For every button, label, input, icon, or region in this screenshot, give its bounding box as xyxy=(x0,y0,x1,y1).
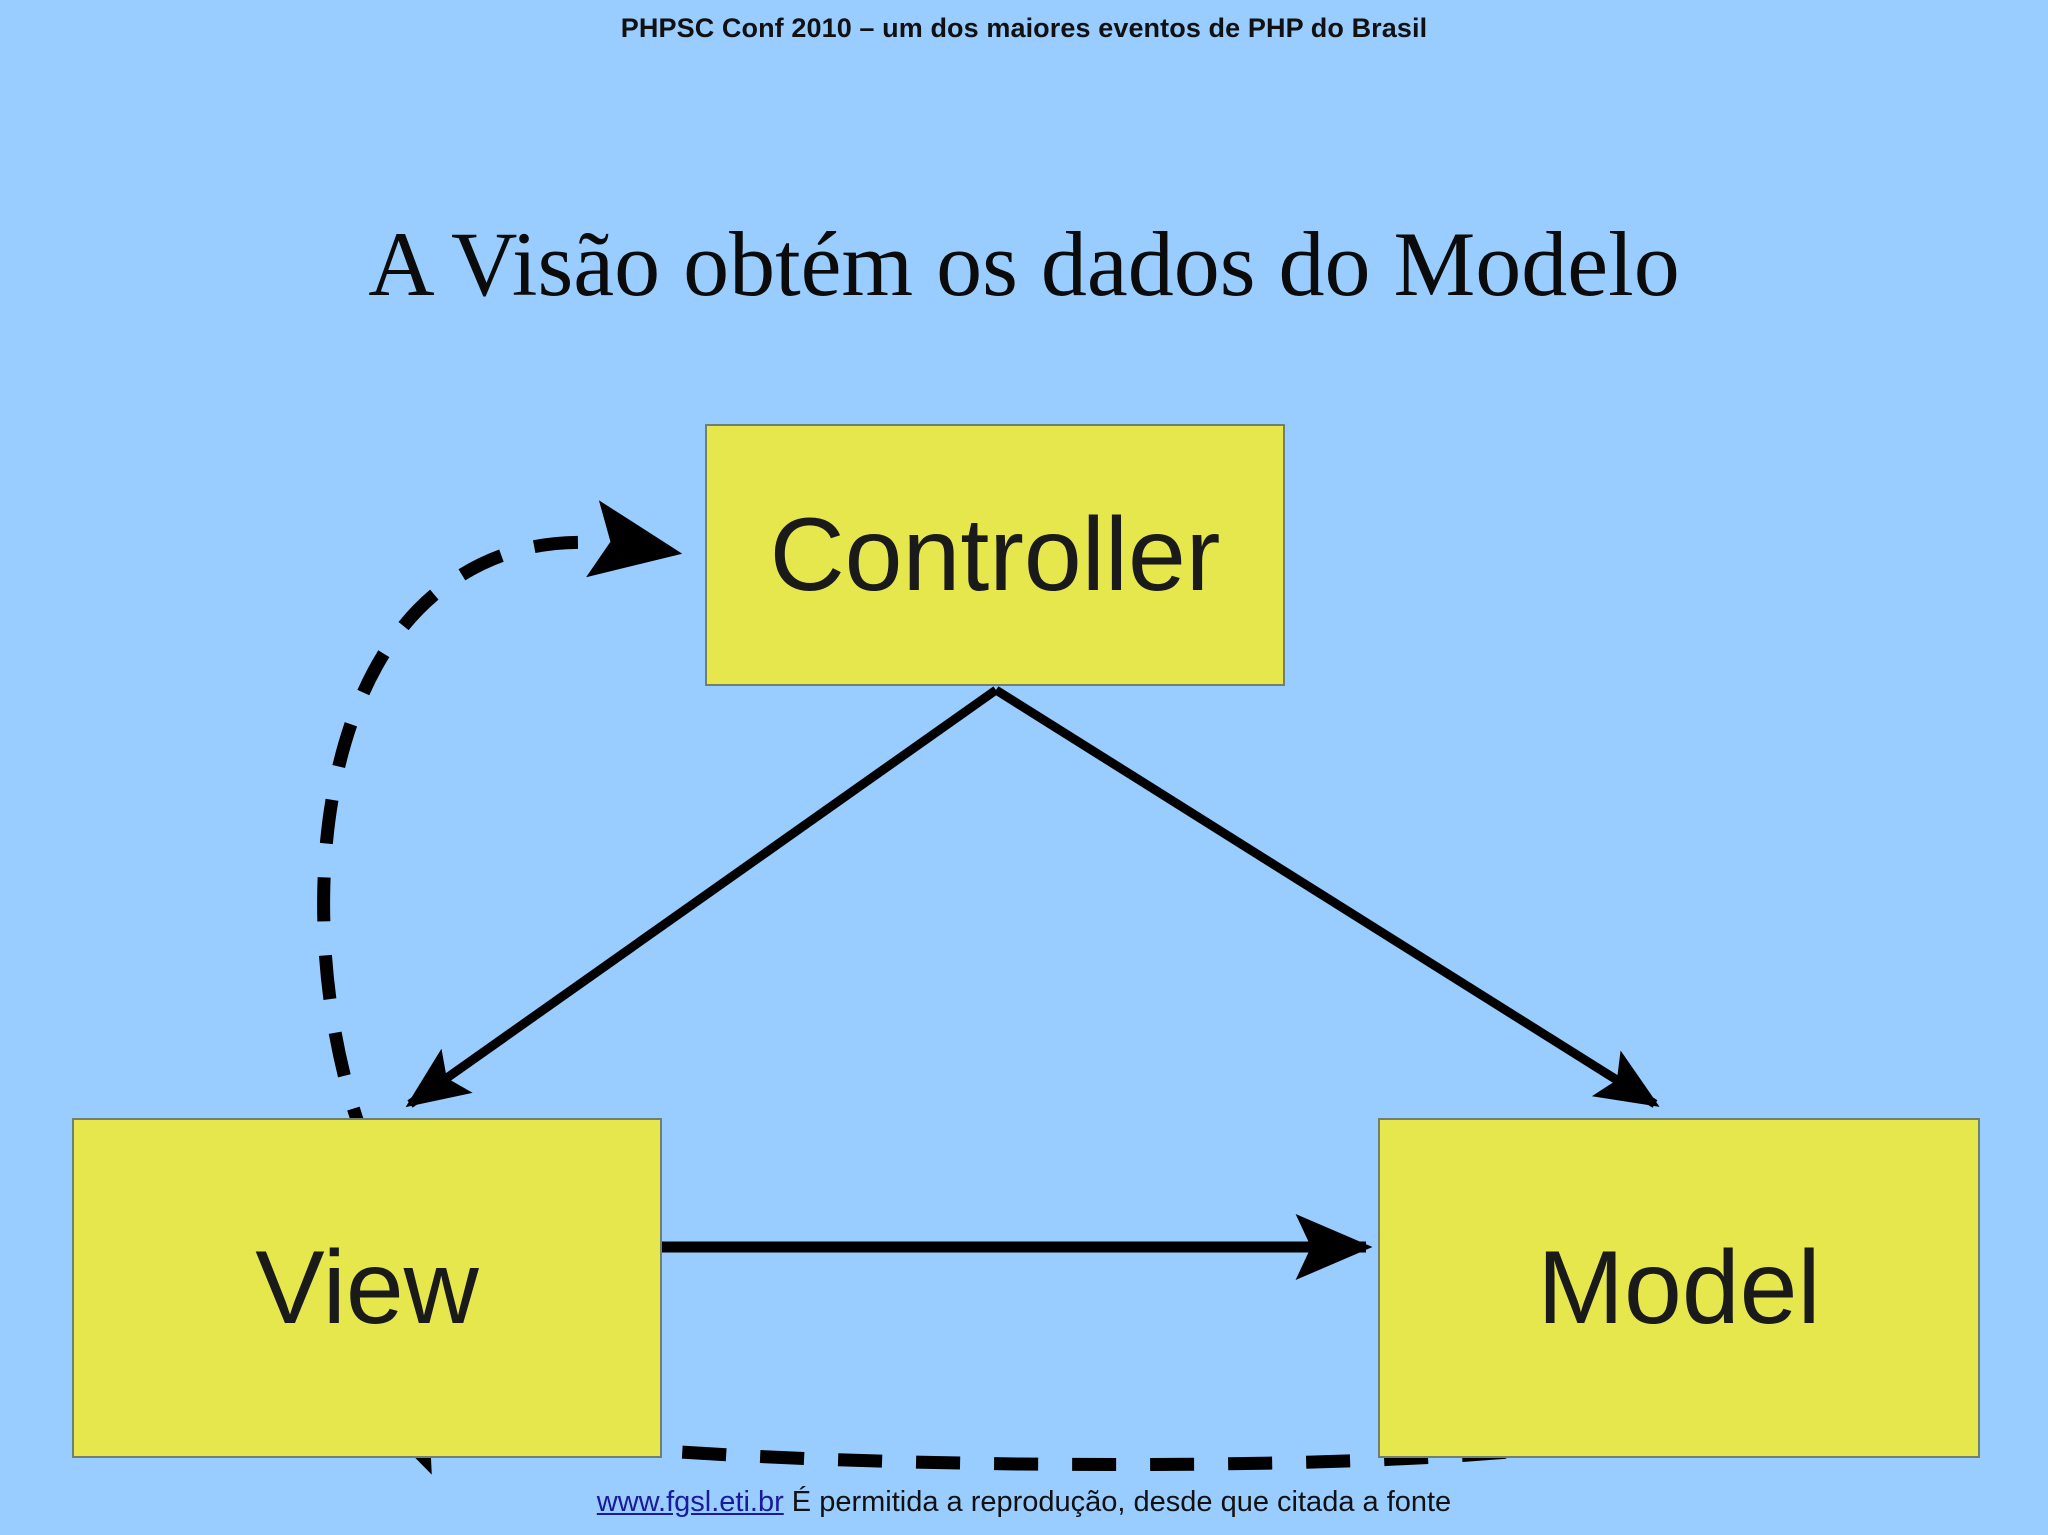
node-model[interactable]: Model xyxy=(1378,1118,1980,1458)
page-title: A Visão obtém os dados do Modelo xyxy=(368,213,1680,315)
edge-view-to-controller xyxy=(317,500,683,1153)
node-controller-label: Controller xyxy=(769,497,1221,613)
footer-copyright-note: É permitida a reprodução, desde que cita… xyxy=(783,1486,1452,1518)
node-view[interactable]: View xyxy=(72,1118,662,1458)
slide-header: PHPSC Conf 2010 – um dos maiores eventos… xyxy=(0,0,2048,56)
node-view-label: View xyxy=(255,1230,479,1346)
header-title: PHPSC Conf 2010 – um dos maiores eventos… xyxy=(620,12,1428,43)
node-model-label: Model xyxy=(1537,1230,1821,1346)
edge-controller-to-view xyxy=(405,686,999,1108)
slide-footer: www.fgsl.eti.br É permitida a reprodução… xyxy=(0,1486,2048,1519)
edge-controller-to-model xyxy=(993,686,1660,1108)
footer-website-link[interactable]: www.fgsl.eti.br xyxy=(596,1486,784,1518)
node-controller[interactable]: Controller xyxy=(705,424,1285,686)
